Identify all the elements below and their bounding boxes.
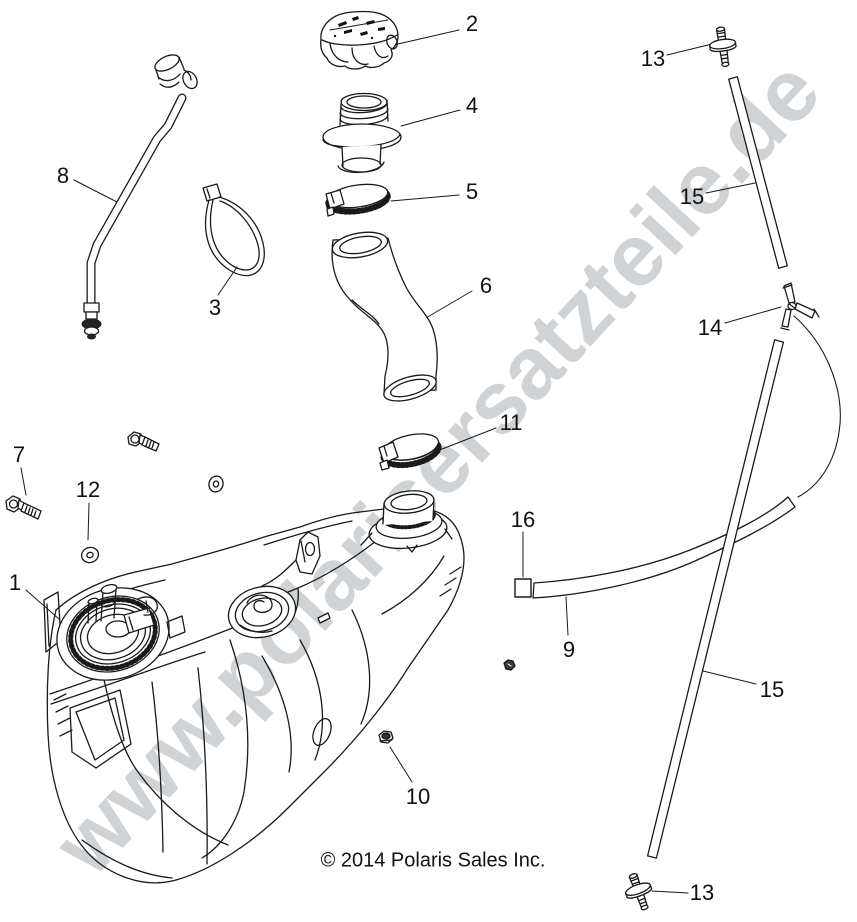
fuel-cap-drawing [320,10,399,70]
leader-lines [20,29,782,894]
callout-4: 4 [465,93,479,118]
callout-15-bottom: 15 [759,677,785,702]
callout-3: 3 [208,295,222,320]
callout-13-bottom: 13 [689,880,715,905]
small-nut-drawing [503,659,516,671]
copyright-text: © 2014 Polaris Sales Inc. [320,849,546,872]
callout-8: 8 [56,163,70,188]
hose-cap-drawing [514,578,532,598]
callout-2: 2 [465,11,479,36]
callout-16: 16 [510,507,536,532]
clip-drawing [780,282,820,331]
callout-11: 11 [499,410,523,435]
barb-fitting-bottom-drawing [625,873,653,911]
vent-tube-lower-drawing [646,339,785,859]
cable-tie-drawing [202,183,265,277]
callout-10: 10 [405,784,431,809]
nut-drawing [378,730,394,744]
vent-tube-upper-drawing [728,76,788,269]
callout-6: 6 [479,273,493,298]
callout-7: 7 [12,442,26,467]
filler-hose-drawing [331,231,438,402]
callout-14: 14 [697,315,723,340]
barb-fitting-top-drawing [709,26,737,68]
filler-neck-drawing [322,92,402,173]
callout-5: 5 [465,179,479,204]
curved-hose-drawing [532,496,796,599]
routing-curve [793,315,841,498]
fuel-tank-drawing [43,490,465,884]
hose-clamp-lower-drawing [378,433,442,471]
callout-1: 1 [8,570,22,595]
callout-15-top: 15 [679,184,705,209]
vent-hose-drawing [81,54,198,340]
callout-9: 9 [562,637,576,662]
bolt-left-drawing [5,495,42,520]
washer-drawing [80,475,224,564]
callout-12: 12 [75,477,101,502]
hose-clamp-upper-drawing [325,183,391,217]
callout-13-top: 13 [640,46,666,71]
bolt-upper-drawing [127,431,160,452]
